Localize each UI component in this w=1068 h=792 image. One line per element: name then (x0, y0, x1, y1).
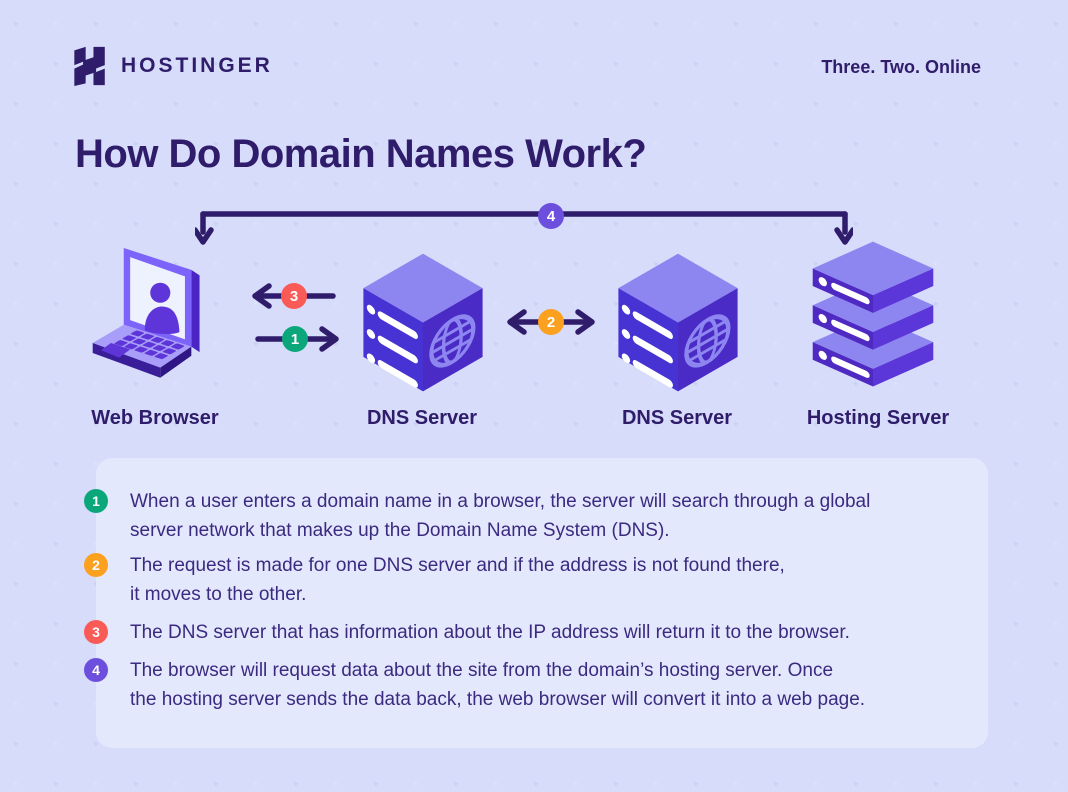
tagline: Three. Two. Online (821, 57, 981, 77)
node-label-hosting-server: Hosting Server (806, 407, 950, 429)
steps-panel (96, 458, 988, 748)
hosting-server-icon (812, 241, 934, 387)
step-badge-3: 3 (84, 620, 108, 644)
arrow-badge-2: 2 (538, 309, 564, 335)
hostinger-logo: HOSTINGER (72, 46, 273, 86)
dns-server-icon (363, 253, 483, 392)
step-badge-2: 2 (84, 553, 108, 577)
step-text-1: When a user enters a domain name in a br… (130, 491, 871, 541)
node-label-dns-server-1: DNS Server (366, 407, 478, 429)
dns-server-icon-2 (618, 253, 738, 392)
step-badge-4: 4 (84, 658, 108, 682)
arrow-badge-4: 4 (538, 203, 564, 229)
arrow-badge-1: 1 (282, 326, 308, 352)
logo-text: HOSTINGER (121, 54, 273, 77)
step-text-2: The request is made for one DNS server a… (130, 555, 785, 605)
page-title: How Do Domain Names Work? (75, 132, 647, 176)
node-label-dns-server-2: DNS Server (621, 407, 733, 429)
step-text-3: The DNS server that has information abou… (130, 622, 850, 643)
node-label-web-browser: Web Browser (91, 407, 219, 429)
arrow-badge-3: 3 (281, 283, 307, 309)
laptop-icon (92, 248, 200, 378)
arrow-4-browser-to-hosting (195, 211, 853, 245)
step-text-4: The browser will request data about the … (130, 660, 866, 710)
hostinger-h-icon (74, 46, 105, 86)
step-badge-1: 1 (84, 489, 108, 513)
